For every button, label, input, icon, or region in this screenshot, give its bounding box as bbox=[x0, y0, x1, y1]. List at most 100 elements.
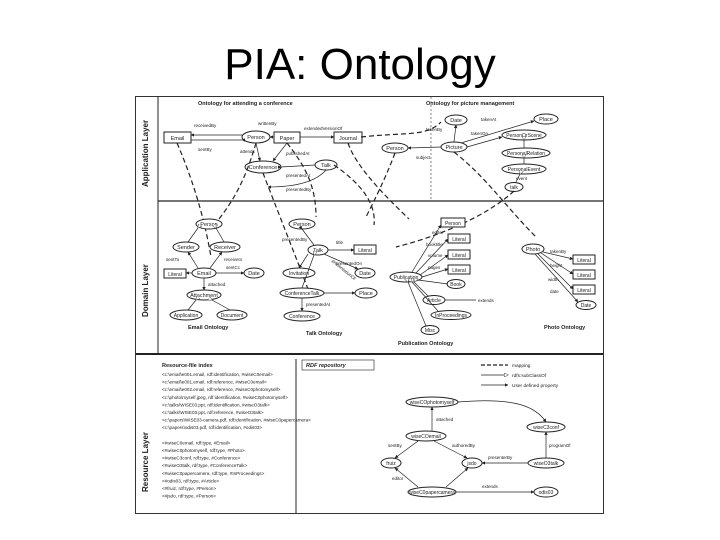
node-publication-label: Publication bbox=[394, 275, 419, 281]
edge-takenon: takenOn bbox=[471, 131, 489, 136]
resource-row: <#wiseC3conf, rdf:type, #Conference> bbox=[162, 456, 241, 461]
resource-row: <#wiseO3talk, rdf:type, #ConferenceTalk> bbox=[162, 463, 248, 468]
edge-receivedby: receivedBy bbox=[194, 123, 217, 128]
layer-label-resource: Resource Layer bbox=[141, 432, 150, 492]
rdf-edge-author: authoredBy bbox=[452, 443, 476, 448]
rdf-node-photo-label: wiseCOphotomyself bbox=[410, 400, 455, 406]
node-date bbox=[354, 267, 376, 279]
edge-publishedat: publishedAt bbox=[286, 151, 310, 156]
node-document-label: Document bbox=[221, 313, 244, 319]
edge-presentedat: presentedAt bbox=[306, 302, 331, 307]
edge-presentedby: presentedBy bbox=[286, 187, 312, 192]
ontology-diagram-svg: Application Layer Domain Layer Resource … bbox=[136, 97, 603, 513]
node-date-label: Date bbox=[359, 271, 371, 277]
edge-height: height bbox=[550, 263, 563, 268]
rdf-node-fruiz-label: fruiz bbox=[386, 461, 396, 467]
layer-label-application: Application Layer bbox=[141, 120, 150, 187]
edge-booktitle: booktitle bbox=[426, 242, 443, 247]
rdf-node-jsdo-label: jsdo bbox=[466, 461, 476, 467]
rdf-graph: wiseCOphotomyself wiseCOemail wiseC3conf… bbox=[380, 396, 571, 498]
node-conference-label: Conference bbox=[289, 314, 315, 320]
edge-presentedon: presentedOn bbox=[336, 261, 363, 266]
node-literal-label: Literal bbox=[452, 268, 466, 274]
node-invitation-label: Invitation bbox=[289, 271, 309, 277]
node-pic-personalevent-label: PersonalEvent bbox=[508, 167, 541, 173]
edge-presentedat: presentedAt bbox=[286, 173, 311, 178]
edge-takenby: takenBy bbox=[426, 127, 443, 132]
node-pic-picture-label: Picture bbox=[445, 145, 462, 151]
section-publication: Publication Ontology bbox=[398, 341, 454, 347]
node-date-label: Date bbox=[248, 271, 260, 277]
section-photo: Photo Ontology bbox=[544, 325, 586, 331]
node-person-label: Person bbox=[247, 135, 264, 141]
node-literal-label: Literal bbox=[358, 248, 372, 254]
node-person-label: Person bbox=[445, 221, 461, 227]
node-misc bbox=[420, 325, 440, 335]
legend-subclass: rdfs:subClassOf bbox=[512, 373, 547, 379]
node-pic-personalrelation-label: PersonalRelation bbox=[507, 151, 545, 157]
node-literal-label: Literal bbox=[452, 253, 466, 259]
node-application bbox=[169, 309, 203, 321]
node-person bbox=[440, 217, 466, 228]
resource-row: <#odis03, rdf:type, #Article> bbox=[162, 478, 220, 483]
resource-row: <c:\talks\WISE03.ppt, rdf:reference, #wi… bbox=[162, 410, 264, 415]
node-literal-label: Literal bbox=[577, 288, 591, 294]
edge-sentcc: sentCc bbox=[226, 265, 241, 270]
rdf-title: RDF repository bbox=[306, 363, 347, 369]
picture-ontology: Date Place Person Picture PersonOrScene … bbox=[381, 113, 559, 192]
rdf-node-conf-label: wiseC3conf bbox=[533, 425, 559, 431]
legend-mapping: mapping bbox=[512, 363, 531, 369]
rdf-edge-extends: extends bbox=[482, 484, 499, 489]
node-literal-label: Literal bbox=[168, 272, 182, 278]
domain-layer: Person Sender Receiver Literal Email Dat… bbox=[163, 217, 597, 335]
node-talk-label: Talk bbox=[321, 163, 331, 169]
layer-label-domain: Domain Layer bbox=[141, 264, 150, 317]
rdf-edge-attached: attached bbox=[436, 417, 454, 422]
edge-extendedversion: extendedVersionOf bbox=[304, 126, 343, 131]
rdf-node-talk-label: wiseO3talk bbox=[534, 461, 559, 467]
edge-subject: subject bbox=[416, 155, 431, 160]
node-person-label: Person bbox=[293, 222, 310, 228]
edge-date: date bbox=[550, 289, 559, 294]
node-literal bbox=[572, 284, 596, 295]
rdf-edge-editor: editor bbox=[392, 476, 404, 481]
node-person-label: Person bbox=[200, 222, 217, 228]
node-literal bbox=[447, 249, 471, 260]
node-literal bbox=[447, 233, 471, 244]
edge-attends: attends bbox=[240, 149, 256, 154]
node-sender bbox=[172, 241, 200, 253]
legend-user-defined: User defined property bbox=[512, 383, 559, 389]
node-attachment-label: Attachment bbox=[190, 293, 218, 299]
edge-sentto: sentTo bbox=[166, 257, 180, 262]
rdf-node-email bbox=[405, 430, 447, 442]
edge-width: width bbox=[548, 277, 559, 282]
edge-extends: extends bbox=[478, 298, 495, 303]
node-journal-label: Journal bbox=[339, 136, 357, 142]
resource-row: <c:\papers\WISE03-camera.pdf, rdf:identi… bbox=[162, 418, 311, 423]
node-misc-label: Misc bbox=[425, 328, 436, 334]
rdf-node-fruiz bbox=[380, 457, 402, 469]
edge-sentby: sentBy bbox=[198, 147, 213, 152]
node-receiver bbox=[209, 241, 241, 253]
resource-index-title: Resource-file index bbox=[162, 363, 214, 369]
node-sender-label: Sender bbox=[177, 245, 195, 251]
node-literal-label: Literal bbox=[452, 237, 466, 243]
node-pic-talk-label: talk bbox=[510, 185, 518, 191]
rdf-edge-programof: programOf bbox=[549, 443, 571, 448]
resource-row: <c:\talks\WISE03.ppt, rdf:identification… bbox=[162, 402, 270, 407]
edge-volume: volume bbox=[428, 253, 443, 258]
resource-row: <c:\papers\odis03.pdf, rdf:identificatio… bbox=[162, 425, 262, 430]
node-paper-label: Paper bbox=[280, 136, 295, 142]
node-book-label: Book bbox=[450, 282, 462, 288]
section-conference: Ontology for attending a conference bbox=[198, 101, 293, 107]
node-date-label: Date bbox=[581, 303, 592, 309]
node-conference-label: Conference bbox=[249, 165, 277, 171]
node-pic-person-label: Person bbox=[386, 146, 403, 152]
edge-attached: attached bbox=[208, 282, 226, 287]
rdf-node-email-label: wiseCOemail bbox=[411, 434, 440, 440]
rdf-edge-sentby: sentBy bbox=[388, 443, 403, 448]
node-literal-label: Literal bbox=[577, 258, 591, 264]
node-date bbox=[575, 300, 597, 310]
resource-row: <c:\email\e001.email, rdf:identification… bbox=[162, 372, 273, 377]
node-talk-label: Talk bbox=[313, 248, 323, 254]
